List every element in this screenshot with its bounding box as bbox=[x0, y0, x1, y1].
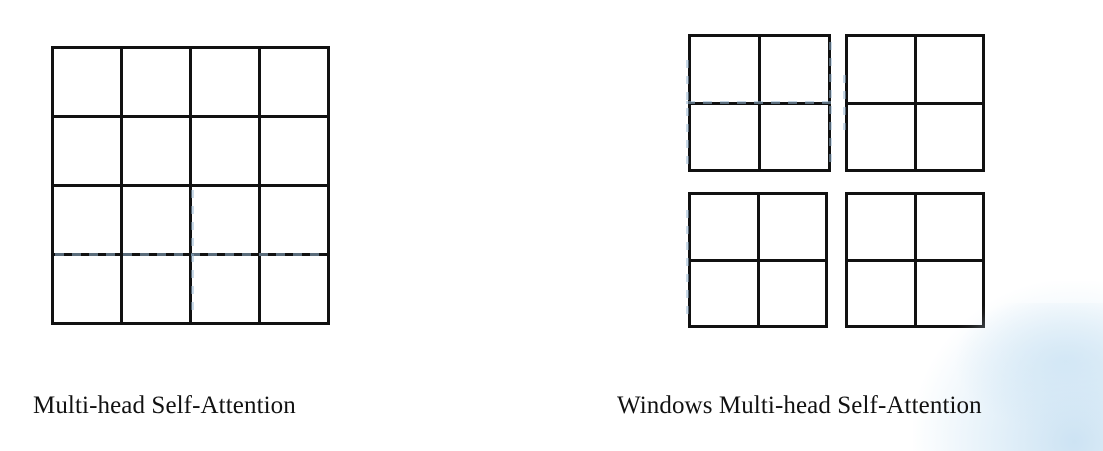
attention-cell bbox=[54, 187, 123, 256]
attention-cell bbox=[916, 261, 985, 328]
attention-cell bbox=[691, 261, 760, 328]
attention-window bbox=[845, 34, 985, 172]
attention-window bbox=[688, 192, 828, 328]
attention-cell bbox=[123, 49, 192, 118]
attention-cell bbox=[848, 195, 917, 262]
caption-multi-head-self-attention: Multi-head Self-Attention bbox=[33, 392, 296, 419]
attention-cell bbox=[54, 49, 123, 118]
attention-cell bbox=[123, 118, 192, 187]
attention-cell bbox=[192, 49, 261, 118]
attention-cell bbox=[916, 104, 985, 172]
attention-cell bbox=[261, 256, 330, 325]
attention-cell bbox=[848, 37, 917, 105]
attention-cell bbox=[261, 187, 330, 256]
attention-cell bbox=[192, 187, 261, 256]
attention-cell bbox=[261, 118, 330, 187]
attention-cell bbox=[759, 195, 828, 262]
attention-cell bbox=[691, 104, 761, 172]
attention-cell bbox=[916, 195, 985, 262]
attention-cell bbox=[54, 256, 123, 325]
attention-cell bbox=[848, 104, 917, 172]
attention-cell bbox=[123, 187, 192, 256]
attention-window bbox=[688, 34, 831, 172]
attention-window bbox=[845, 192, 985, 328]
multi-head-self-attention-grid bbox=[51, 46, 330, 325]
attention-cell bbox=[761, 104, 831, 172]
attention-cell bbox=[261, 49, 330, 118]
attention-cell bbox=[848, 261, 917, 328]
attention-cell bbox=[54, 118, 123, 187]
attention-cell bbox=[759, 261, 828, 328]
attention-cell bbox=[761, 37, 831, 105]
attention-cell bbox=[916, 37, 985, 105]
attention-cell bbox=[123, 256, 192, 325]
attention-cell bbox=[691, 37, 761, 105]
caption-windows-multi-head-self-attention: Windows Multi-head Self-Attention bbox=[617, 392, 982, 419]
attention-cell bbox=[691, 195, 760, 262]
attention-cell bbox=[192, 118, 261, 187]
attention-cell bbox=[192, 256, 261, 325]
